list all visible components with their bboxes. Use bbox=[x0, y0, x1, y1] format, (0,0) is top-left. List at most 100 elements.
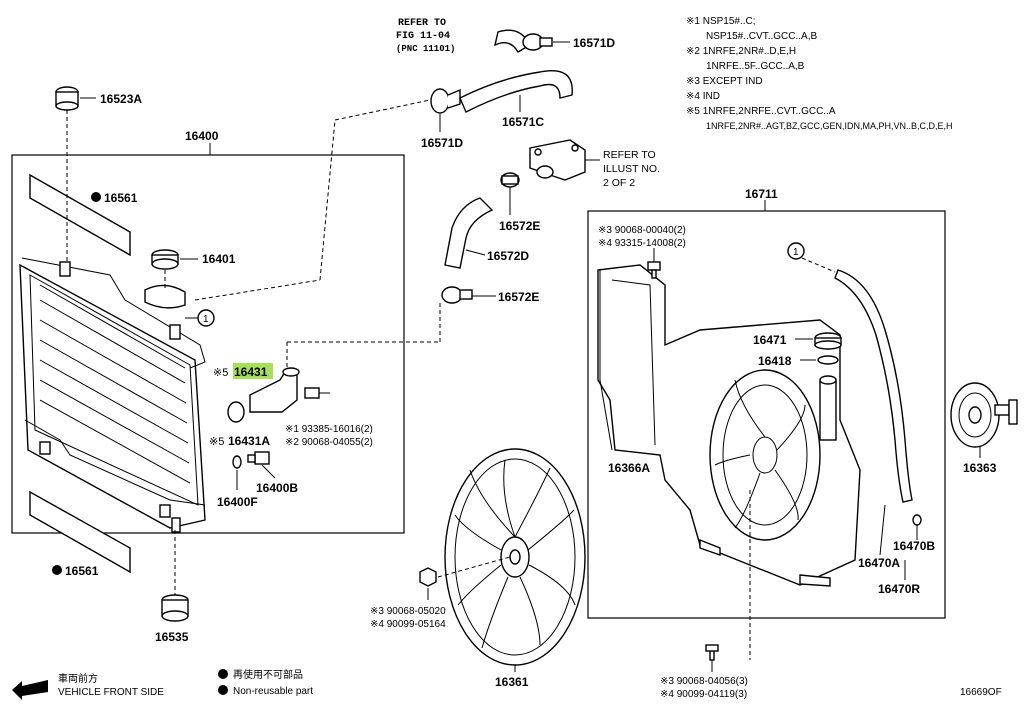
seal-pad-lower bbox=[29, 490, 131, 574]
dash-overflow-hose bbox=[801, 257, 836, 273]
legend-nonreusable-jp: 再使用不可部品 bbox=[233, 668, 303, 681]
callout-number-radiator: 1 bbox=[203, 314, 209, 325]
legend-front-jp: 車両前方 bbox=[58, 672, 98, 685]
label-16571D-top: 16571D bbox=[573, 36, 615, 50]
label-16572E-top: 16572E bbox=[499, 219, 540, 233]
water-inlet-housing bbox=[529, 139, 586, 181]
label-16431-prefix: ※5 bbox=[213, 367, 228, 379]
ref-top-line1: REFER TO bbox=[398, 18, 446, 29]
leader-16400B bbox=[261, 464, 276, 479]
note-8: 1NRFE,2NR#..AGT,BZ,GCC,GEN,IDN,MA,PH,VN.… bbox=[706, 121, 953, 131]
non-reusable-dot-16561-bottom bbox=[52, 565, 62, 575]
legend-nonreusable-en: Non-reusable part bbox=[233, 686, 313, 697]
label-16400: 16400 bbox=[185, 129, 219, 143]
label-16572D: 16572D bbox=[487, 249, 529, 263]
legend-front-en: VEHICLE FRONT SIDE bbox=[58, 687, 164, 698]
label-16401: 16401 bbox=[202, 252, 236, 266]
ref-top-line3: (PNC 11101) bbox=[396, 44, 455, 54]
bolt-fan-nut-a: ※3 90068-05020 bbox=[370, 606, 446, 617]
lower-hose-16572D bbox=[444, 197, 494, 269]
label-16571D-bottom: 16571D bbox=[421, 136, 463, 150]
bolt-shroud-bottom-a: ※3 90068-04056(3) bbox=[660, 676, 748, 687]
note-1: ※1 NSP15#..C; bbox=[686, 16, 756, 27]
label-16471: 16471 bbox=[753, 333, 787, 347]
clamp-16470B bbox=[912, 514, 922, 526]
note-5: ※3 EXCEPT IND bbox=[686, 76, 763, 87]
note-3: ※2 1NRFE,2NR#..D,E,H bbox=[686, 46, 796, 57]
note-2: NSP15#..CVT..GCC..A,B bbox=[706, 31, 817, 42]
ref-right-line2: ILLUST NO. bbox=[603, 163, 660, 175]
o-ring-16418 bbox=[817, 355, 839, 365]
label-16470B: 16470B bbox=[893, 539, 935, 553]
label-16470A: 16470A bbox=[858, 556, 900, 570]
label-16561-top: 16561 bbox=[104, 191, 138, 205]
fan-nut bbox=[419, 567, 437, 587]
bolt-fan-nut-b: ※4 90099-05164 bbox=[370, 619, 446, 630]
ref-right-line3: 2 OF 2 bbox=[603, 177, 635, 189]
dash-upper-hose-b bbox=[319, 119, 336, 281]
fan-blade-16361 bbox=[444, 448, 586, 666]
label-16431A-prefix: ※5 bbox=[209, 436, 224, 448]
label-16361: 16361 bbox=[495, 675, 529, 689]
fan-shroud-group-box bbox=[587, 210, 946, 619]
bolt-stud-b: ※2 90068-04055(2) bbox=[285, 437, 373, 448]
label-16470R: 16470R bbox=[878, 582, 920, 596]
overflow-hose-16470A bbox=[834, 269, 913, 503]
lower-cushion-16535 bbox=[161, 594, 189, 622]
figure-number: 16669OF bbox=[960, 687, 1002, 698]
label-16400F: 16400F bbox=[217, 495, 258, 509]
label-16535: 16535 bbox=[155, 630, 189, 644]
label-16400B: 16400B bbox=[256, 481, 298, 495]
label-16571C: 16571C bbox=[502, 115, 544, 129]
o-ring-16431A bbox=[227, 401, 245, 423]
hose-clamp-16572E-lower bbox=[441, 286, 473, 304]
fan-shroud-16366A bbox=[597, 264, 861, 587]
bolt-shroud-top-b: ※4 93315-14008(2) bbox=[598, 238, 686, 249]
label-16366A: 16366A bbox=[608, 461, 650, 475]
non-reusable-dot-icon-en bbox=[218, 685, 228, 695]
label-16572E-bottom: 16572E bbox=[498, 290, 539, 304]
label-16418: 16418 bbox=[758, 354, 792, 368]
ref-top-line2: FIG 11-04 bbox=[396, 31, 450, 42]
outlet-pipe-16431 bbox=[249, 367, 300, 413]
ref-right-line1: REFER TO bbox=[603, 149, 656, 161]
reservoir-cap-16471 bbox=[814, 332, 842, 350]
radiator-cap-16401 bbox=[151, 249, 179, 270]
o-ring-16400F bbox=[232, 455, 242, 469]
bolt-stud-a: ※1 93385-16016(2) bbox=[285, 424, 373, 435]
upper-hose-16571C bbox=[459, 70, 573, 113]
note-6: ※4 IND bbox=[686, 91, 720, 102]
fan-motor-16363 bbox=[950, 382, 1018, 448]
label-16363: 16363 bbox=[963, 461, 997, 475]
hose-clamp-16571D-lower bbox=[430, 88, 461, 114]
front-arrow-icon bbox=[12, 680, 48, 700]
note-4: 1NRFE..5F..GCC..A,B bbox=[706, 61, 805, 72]
bolt-shroud-top-a: ※3 90068-00040(2) bbox=[598, 225, 686, 236]
highlight-16431 bbox=[233, 363, 273, 379]
label-16711: 16711 bbox=[745, 187, 778, 201]
drain-plug-16400B bbox=[247, 451, 270, 465]
label-16523A: 16523A bbox=[100, 92, 142, 106]
hose-clamp-16572E-upper bbox=[500, 172, 520, 188]
label-16561-bottom: 16561 bbox=[65, 564, 99, 578]
radiator-group-box bbox=[11, 154, 405, 534]
non-reusable-dot-16561-top bbox=[91, 192, 101, 202]
note-7: ※5 1NRFE,2NRFE..CVT..GCC..A bbox=[686, 106, 836, 117]
shroud-bolt-bottom bbox=[705, 644, 719, 661]
dash-upper-hose-c bbox=[334, 99, 431, 121]
stud-bolt bbox=[304, 387, 330, 399]
radiator-core bbox=[19, 257, 206, 533]
leader-16470A bbox=[879, 504, 886, 556]
label-16431[interactable]: 16431 bbox=[234, 365, 268, 379]
upper-cushion-16523A bbox=[55, 86, 79, 111]
dash-fan-nut bbox=[437, 556, 511, 578]
dash-upper-hose-a bbox=[194, 279, 321, 301]
seal-pad-upper bbox=[29, 173, 131, 257]
non-reusable-dot-icon bbox=[218, 669, 228, 679]
hose-clamp-16571D-upper bbox=[522, 33, 553, 51]
callout-circle-shroud bbox=[787, 242, 805, 260]
label-16431A: 16431A bbox=[228, 434, 270, 448]
leader-16572D bbox=[465, 249, 486, 256]
